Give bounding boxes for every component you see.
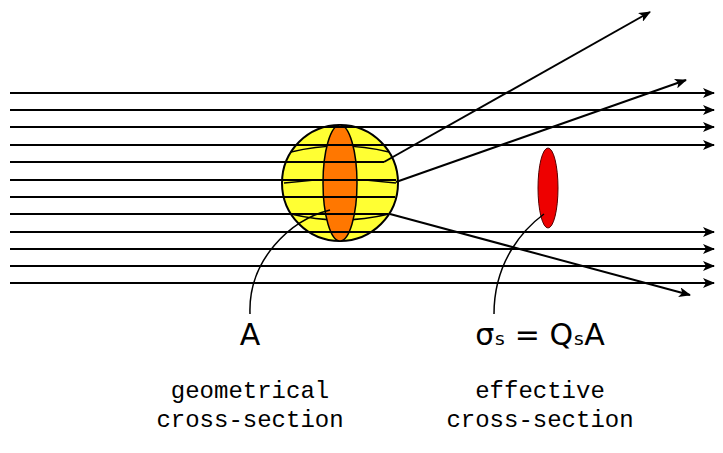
- leader-line: [250, 210, 330, 314]
- area-symbol: A: [240, 318, 261, 351]
- formula-label: σₛ = QₛA: [475, 318, 605, 351]
- leader-line: [494, 214, 544, 314]
- incident-beams: [10, 93, 714, 283]
- geometric-disk: [323, 125, 357, 241]
- caption-label: effective cross-section: [430, 378, 650, 436]
- scattered-rays: [384, 12, 690, 295]
- caption-label: geometrical cross-section: [140, 378, 360, 436]
